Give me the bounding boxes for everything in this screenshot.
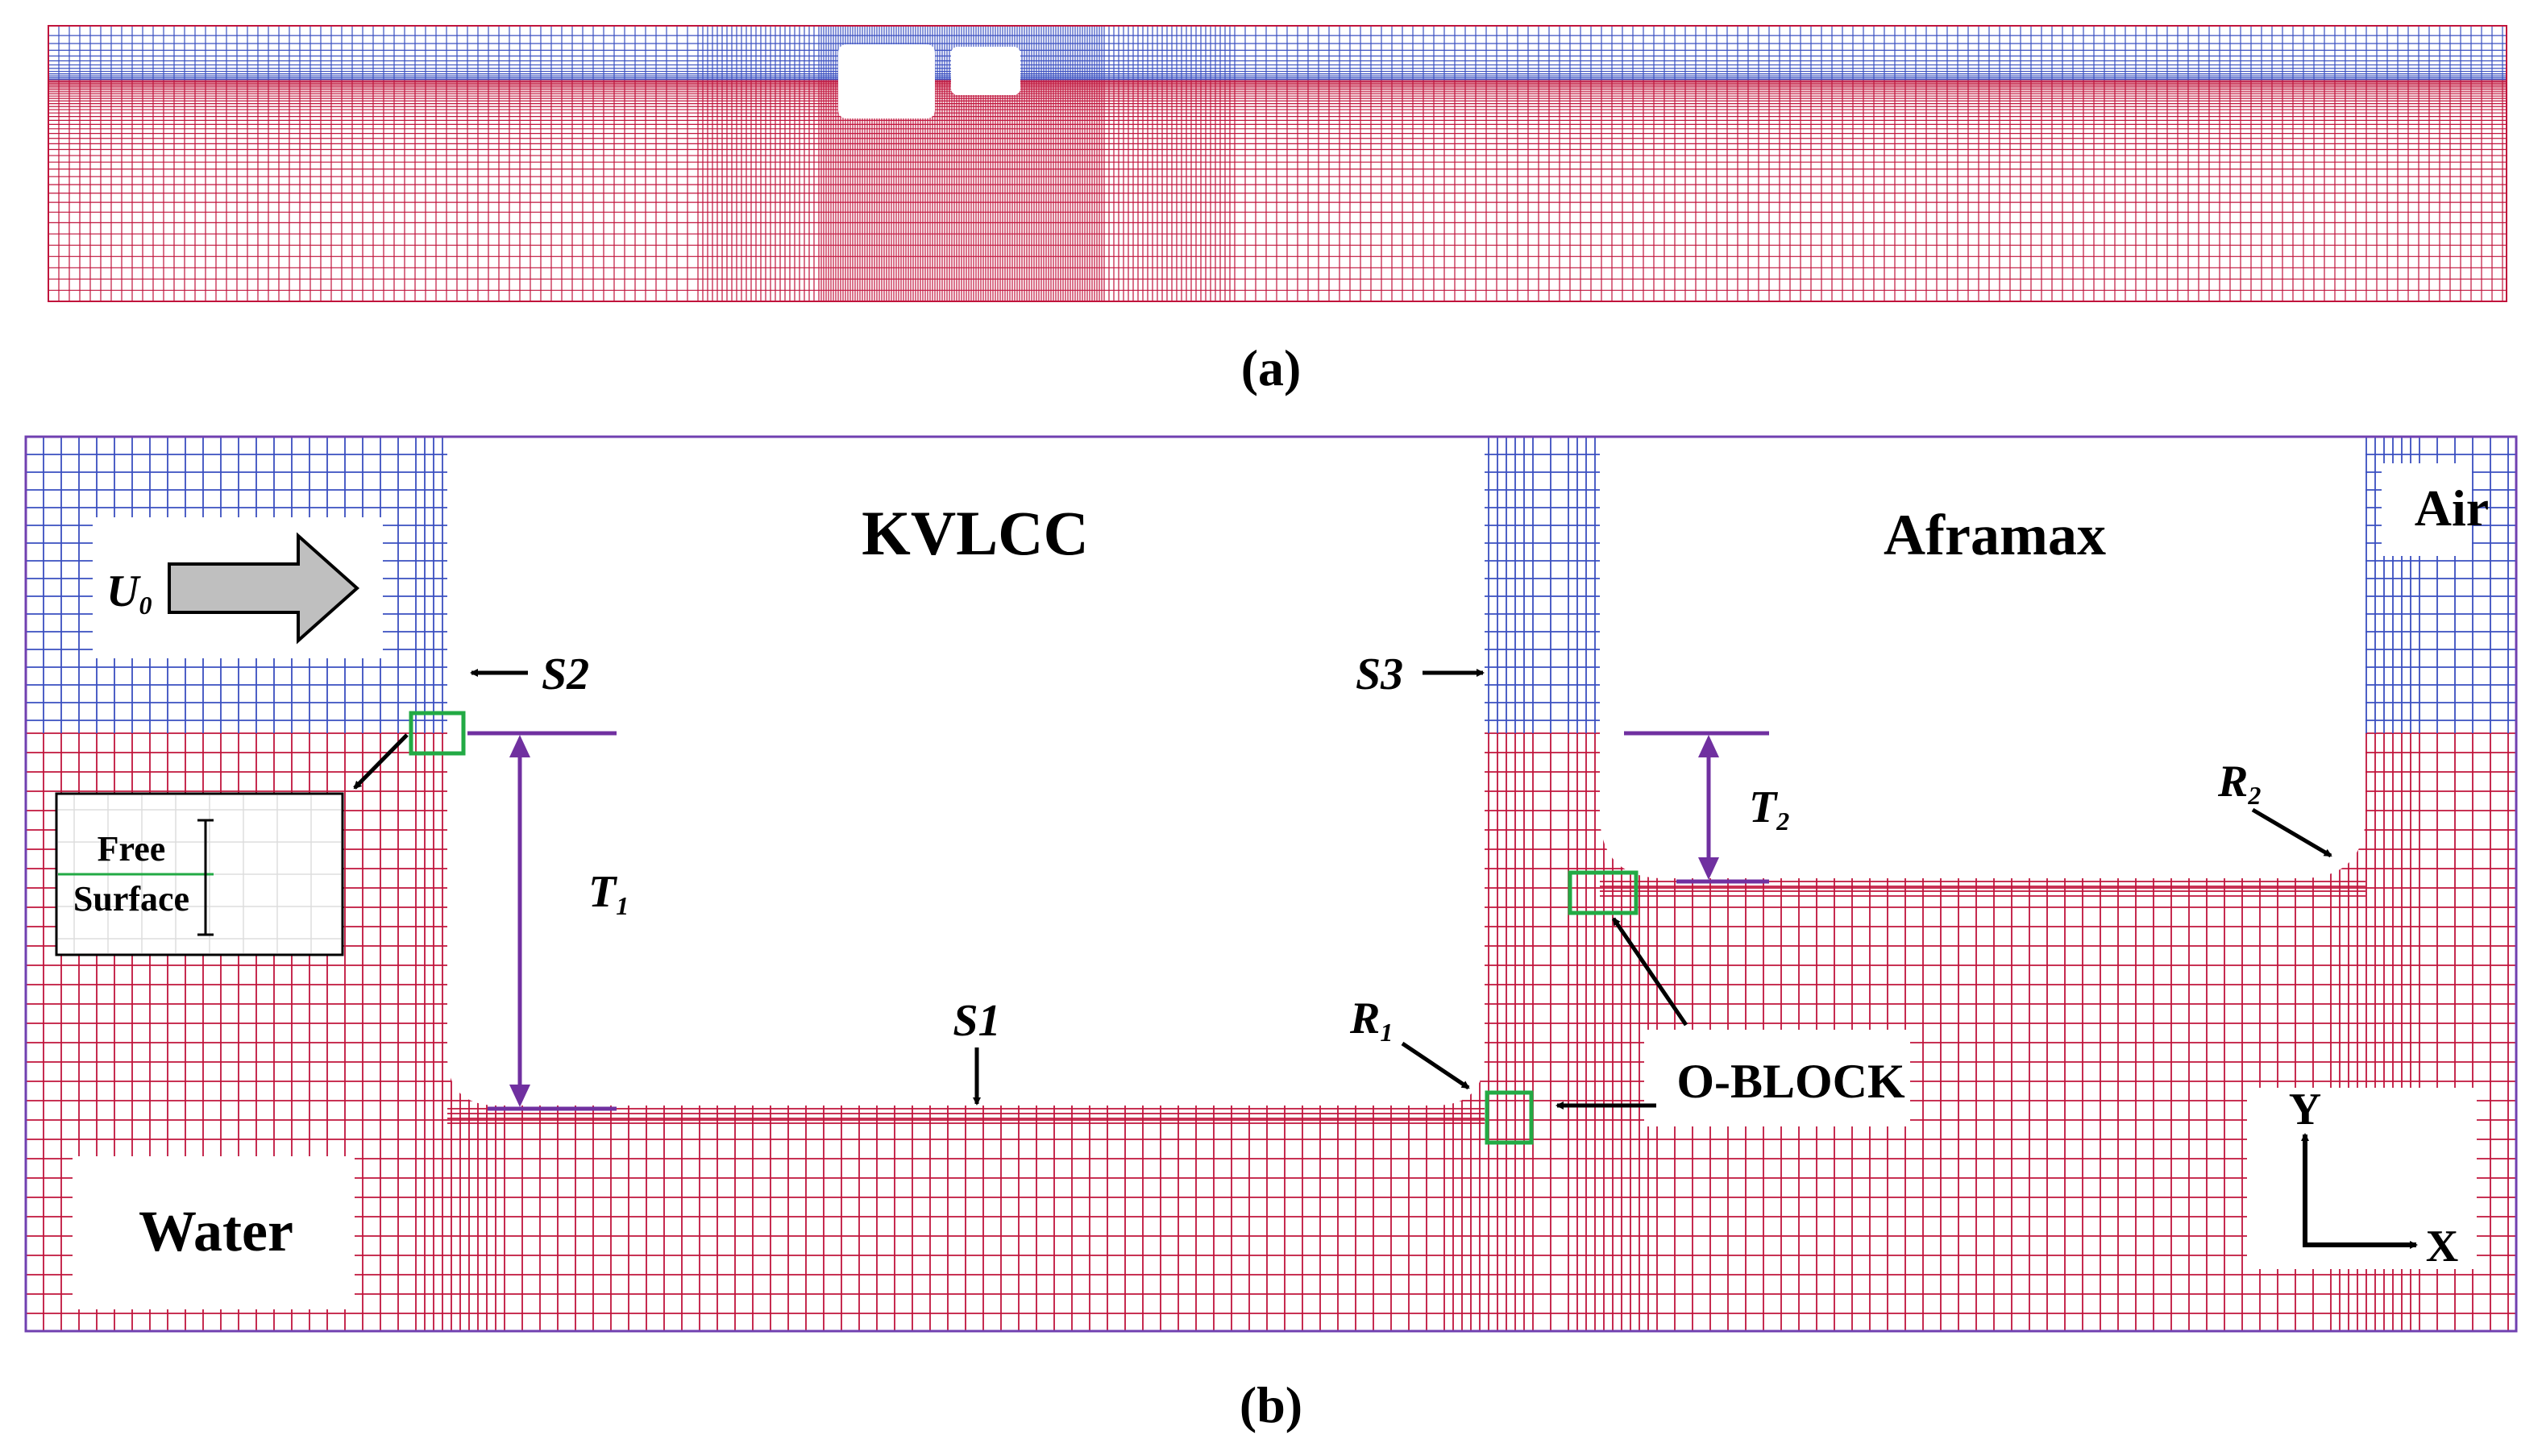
domain-border [24, 435, 2518, 1333]
axis-indicator: Y X [2289, 1085, 2458, 1271]
velocity-label: U0 [106, 566, 152, 620]
r1-arrow [1401, 1041, 1470, 1090]
o-block-arrow-upper [1611, 917, 1688, 1027]
caption-b: (b) [1240, 1376, 1302, 1433]
t1-arrowhead-bottom [509, 1085, 530, 1107]
overview-border [48, 25, 2507, 302]
kvlcc-hull-overview [838, 44, 935, 118]
kvlcc-label: KVLCC [862, 498, 1089, 568]
axis-x-label: X [2426, 1222, 2458, 1271]
panel-b: U0 KVLCC Aframax Air Water S2 S3 S1 T1 [24, 435, 2518, 1433]
aframax-hull [1600, 437, 2365, 878]
t2-arrowhead-bottom [1698, 857, 1719, 880]
water-label: Water [139, 1199, 293, 1263]
water-label-box [73, 1156, 355, 1309]
o-block-label: O-BLOCK [1676, 1055, 1905, 1108]
o-block-box-free-surface [409, 711, 466, 756]
r2-label: R2 [2217, 757, 2261, 810]
air-label: Air [2415, 479, 2489, 537]
free-surface-label-line2: Surface [73, 879, 189, 919]
aframax-hull-overview [951, 47, 1020, 95]
r1-label: R1 [1349, 993, 1393, 1047]
o-block-box-aframax [1568, 870, 1639, 915]
s2-label: S2 [542, 649, 589, 699]
s1-label: S1 [953, 996, 1000, 1046]
r2-arrow [2251, 807, 2332, 858]
t1-arrowhead-top [509, 735, 530, 757]
t2-arrowhead-top [1698, 735, 1719, 757]
air-label-box [2382, 463, 2472, 556]
flow-direction-arrow [168, 532, 360, 645]
axis-y-label: Y [2289, 1085, 2321, 1135]
overview-mesh [48, 25, 2507, 301]
t1-label: T1 [588, 867, 629, 920]
panel-a: (a) [48, 25, 2507, 396]
s3-label: S3 [1356, 649, 1403, 699]
free-surface-label-line1: Free [98, 829, 166, 869]
caption-a: (a) [1241, 339, 1302, 396]
free-surface-inset: Free Surface [55, 792, 344, 956]
aframax-label: Aframax [1884, 503, 2106, 567]
o-block-box-kvlcc [1485, 1090, 1534, 1145]
o-block-label-box [1644, 1030, 1910, 1126]
inset-pointer-arrow [353, 733, 409, 790]
kvlcc-hull [447, 437, 1485, 1105]
axes-box [2247, 1088, 2477, 1269]
t2-label: T2 [1749, 782, 1789, 836]
